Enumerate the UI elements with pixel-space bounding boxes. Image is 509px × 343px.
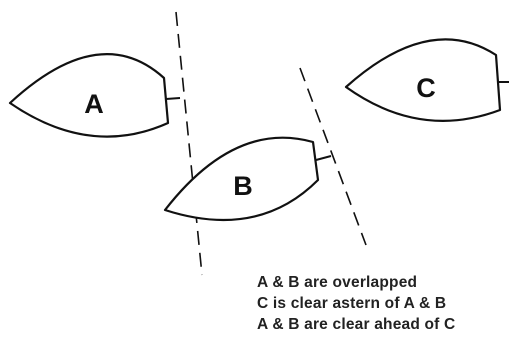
boat-a: A bbox=[8, 53, 181, 138]
transom-line-b bbox=[299, 67, 367, 246]
boat-a-hull bbox=[8, 53, 170, 138]
caption-block: A & B are overlapped C is clear astern o… bbox=[257, 272, 455, 335]
caption-line-overlapped: A & B are overlapped bbox=[257, 274, 418, 291]
boat-b-tiller bbox=[315, 155, 332, 161]
boat-b: B bbox=[163, 136, 332, 222]
caption-line-clear-astern: C is clear astern of A & B bbox=[257, 295, 447, 312]
transom-line-a bbox=[175, 11, 203, 276]
boat-c-label: C bbox=[416, 73, 436, 103]
boat-b-hull bbox=[163, 136, 320, 222]
boat-a-label: A bbox=[84, 89, 104, 119]
boat-a-tiller bbox=[165, 97, 181, 100]
boat-b-label: B bbox=[233, 171, 253, 201]
boat-c: C bbox=[344, 38, 509, 122]
caption-line-clear-ahead: A & B are clear ahead of C bbox=[257, 316, 456, 333]
